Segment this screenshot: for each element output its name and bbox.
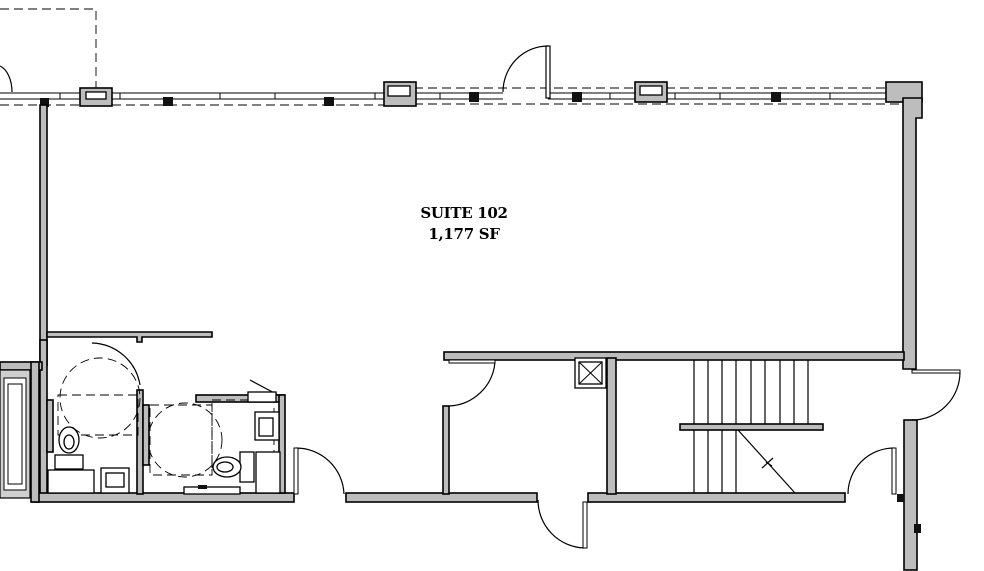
left-shaft-panel <box>0 369 31 499</box>
walls <box>0 97 923 571</box>
canopy-outline <box>0 8 97 93</box>
door-swing-left-edge <box>0 65 13 93</box>
restroom-fixtures <box>46 342 281 495</box>
east-door-upper <box>911 369 961 421</box>
south-door-1 <box>293 447 345 495</box>
stair <box>679 360 824 494</box>
storefront-pilasters <box>79 81 923 107</box>
suite-area-label: 1,177 SF <box>428 225 500 243</box>
corridor-door <box>448 359 496 407</box>
east-door-lower <box>847 447 921 533</box>
shaft-box <box>574 357 607 389</box>
north-entry-door <box>502 45 551 99</box>
suite-name-label: SUITE 102 <box>420 204 507 222</box>
south-door-2 <box>537 499 588 549</box>
storefront-glazing <box>0 87 900 106</box>
storefront-columns <box>40 92 781 107</box>
